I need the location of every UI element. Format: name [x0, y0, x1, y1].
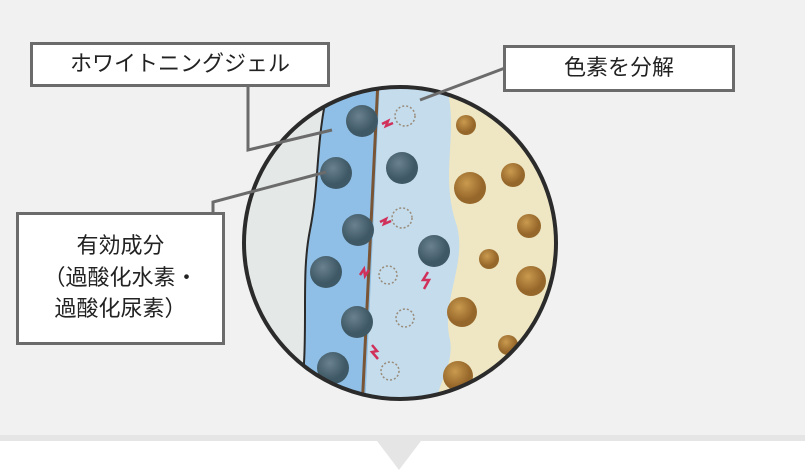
- label-text: 色素を分解: [563, 55, 674, 81]
- pigment-particles: [443, 115, 546, 391]
- label-text: （過酸化水素・: [43, 265, 198, 291]
- label-text: 過酸化尿素）: [54, 297, 187, 323]
- reaction-bolt-icons: [358, 118, 432, 360]
- tooth-surface-line: [360, 87, 380, 399]
- magnifier-circle: [242, 85, 558, 401]
- label-whitening-gel: ホワイトニングジェル: [30, 42, 330, 87]
- down-arrow-icon: [377, 441, 421, 470]
- leader-lines: [211, 66, 506, 212]
- divider-band: [0, 435, 805, 441]
- label-text: ホワイトニングジェル: [69, 51, 290, 77]
- decomposition-sparks: [378, 105, 416, 381]
- active-ingredient-molecules: [310, 105, 450, 384]
- label-text: 有効成分: [76, 233, 165, 259]
- label-pigment-decomposition: 色素を分解: [503, 45, 735, 92]
- label-active-ingredient: 有効成分 （過酸化水素・ 過酸化尿素）: [16, 212, 225, 345]
